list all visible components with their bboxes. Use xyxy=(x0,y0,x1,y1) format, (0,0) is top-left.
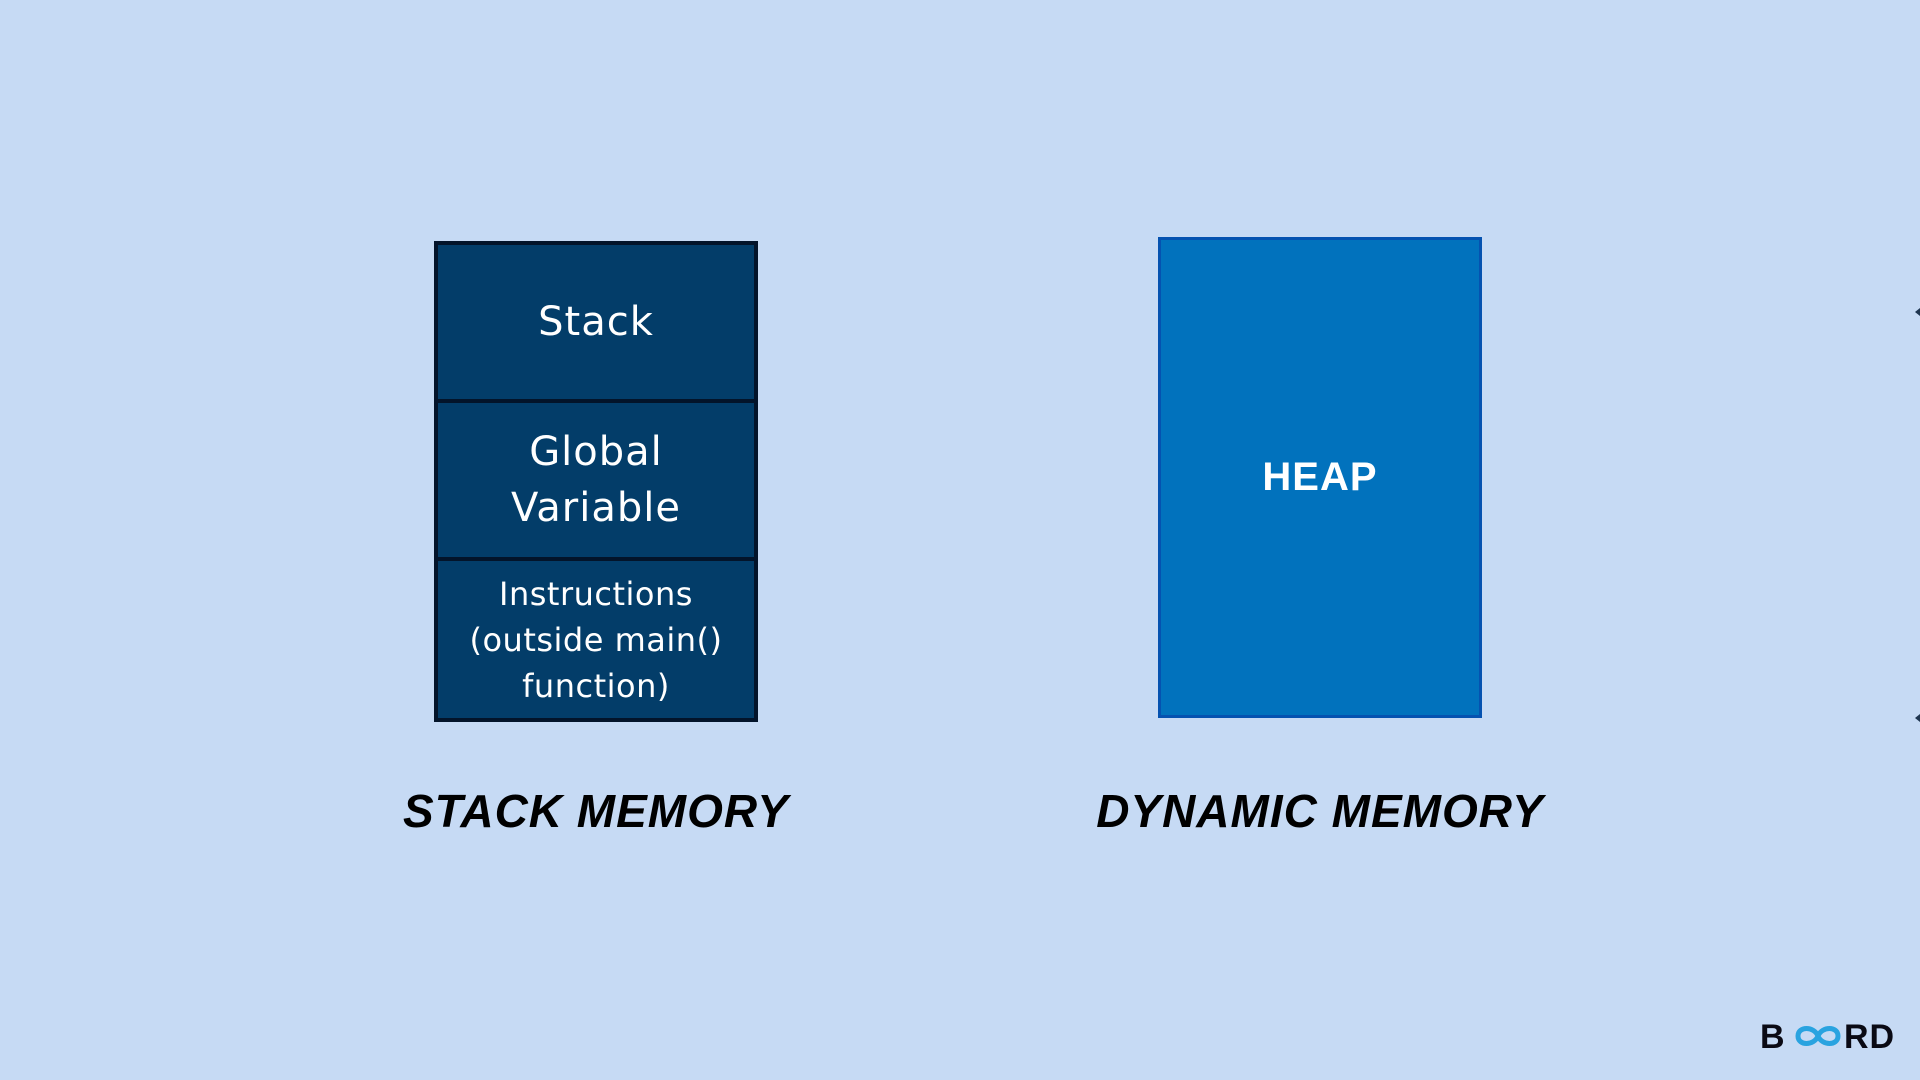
stack-segment-label: Stack xyxy=(538,299,654,345)
global-variable-segment: Global Variable xyxy=(438,403,754,561)
svg-text:B: B xyxy=(1760,1018,1786,1054)
dynamic-memory-caption: DYNAMIC MEMORY xyxy=(1096,785,1544,837)
edge-arrow-icon xyxy=(1915,714,1920,722)
edge-arrow-icon xyxy=(1915,308,1920,316)
board-logo: B RD BOARD xyxy=(1760,1018,1920,1054)
stack-memory-diagram: Stack Global Variable Instructions (outs… xyxy=(434,241,758,722)
instructions-segment-label: Instructions (outside main() function) xyxy=(469,574,723,705)
stack-segment: Stack xyxy=(438,245,754,403)
heap-block: HEAP xyxy=(1158,237,1482,718)
svg-text:RD: RD xyxy=(1844,1018,1895,1054)
board-logo-icon: B RD xyxy=(1760,1018,1895,1054)
instructions-segment: Instructions (outside main() function) xyxy=(438,561,754,718)
heap-label: HEAP xyxy=(1262,455,1378,499)
stack-memory-caption: STACK MEMORY xyxy=(403,785,789,837)
global-variable-segment-label: Global Variable xyxy=(511,429,681,531)
